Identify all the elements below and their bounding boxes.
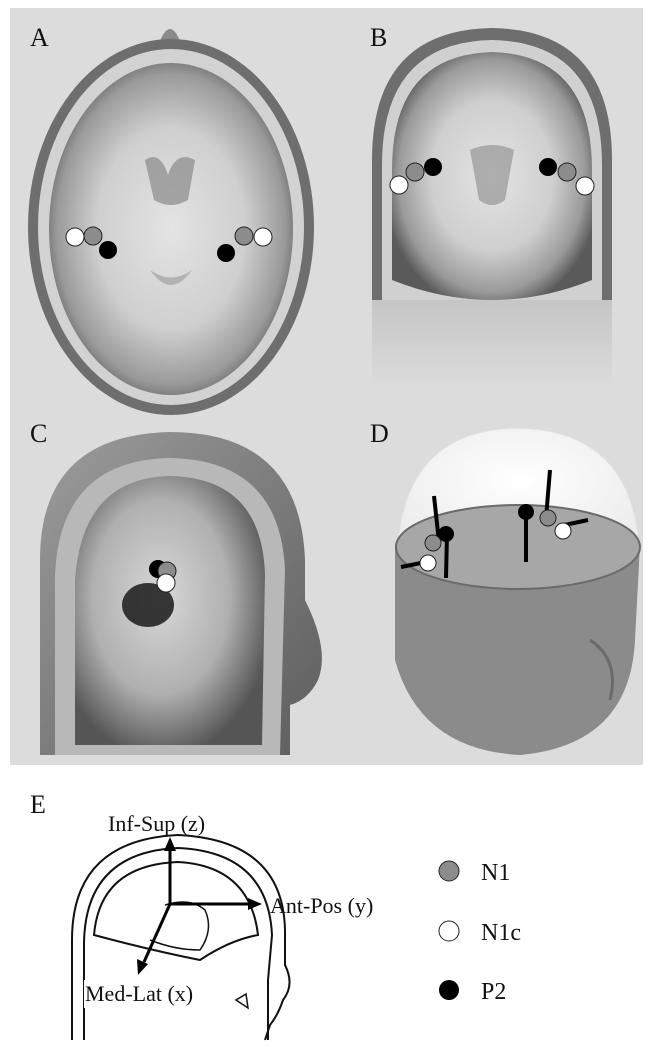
axis-label-z: Inf-Sup (z) (108, 811, 205, 836)
axial-brain (49, 63, 293, 395)
panel-label-e: E (30, 790, 46, 819)
n1c-dipole-right (576, 177, 594, 195)
eye-outline (236, 994, 248, 1008)
head-outline-inner (84, 848, 272, 1040)
p2-dipole-right (518, 504, 534, 520)
brain-outline (94, 862, 258, 960)
p2-dipole-right (217, 244, 235, 262)
legend-label-n1c: N1c (481, 920, 521, 946)
n1c-dipole-left (390, 176, 408, 194)
legend-label-n1: N1 (481, 860, 510, 886)
z-axis-arrowhead (164, 837, 176, 851)
axis-label-x: Med-Lat (x) (85, 981, 193, 1006)
p2-dipole-left (424, 158, 442, 176)
legend-marker-p2 (439, 980, 459, 1000)
legend-marker-n1 (439, 861, 459, 881)
legend: N1 N1c P2 (439, 860, 521, 1005)
panel-b: B (370, 23, 612, 388)
p2-dipole-left (99, 241, 117, 259)
panel-e: E Inf-Sup (z) Ant-Pos (y) Med-Lat (x) N1… (30, 790, 521, 1040)
legend-label-p2: P2 (481, 979, 506, 1005)
panel-label-b: B (370, 23, 387, 52)
axis-label-y: Ant-Pos (y) (270, 893, 373, 918)
n1-dipole-left (84, 227, 102, 245)
legend-marker-n1c (439, 921, 459, 941)
n1c-dipole-right (555, 523, 571, 539)
n1c-dipole-left (420, 555, 436, 571)
n1-dipole-left (406, 163, 424, 181)
p2-dipole-right (539, 158, 557, 176)
n1c-dipole-left (66, 228, 84, 246)
panel-label-a: A (30, 23, 49, 52)
n1c-dipole-right (254, 228, 272, 246)
n1-dipole-left (425, 535, 441, 551)
n1-dipole-right (558, 163, 576, 181)
n1c-dipole (157, 574, 175, 592)
panel-label-c: C (30, 419, 47, 448)
n1-dipole-right (540, 510, 556, 526)
n1-dipole-right (235, 227, 253, 245)
x-axis-arrowhead (137, 959, 148, 975)
y-axis-arrowhead (248, 898, 262, 910)
panel-label-d: D (370, 419, 389, 448)
